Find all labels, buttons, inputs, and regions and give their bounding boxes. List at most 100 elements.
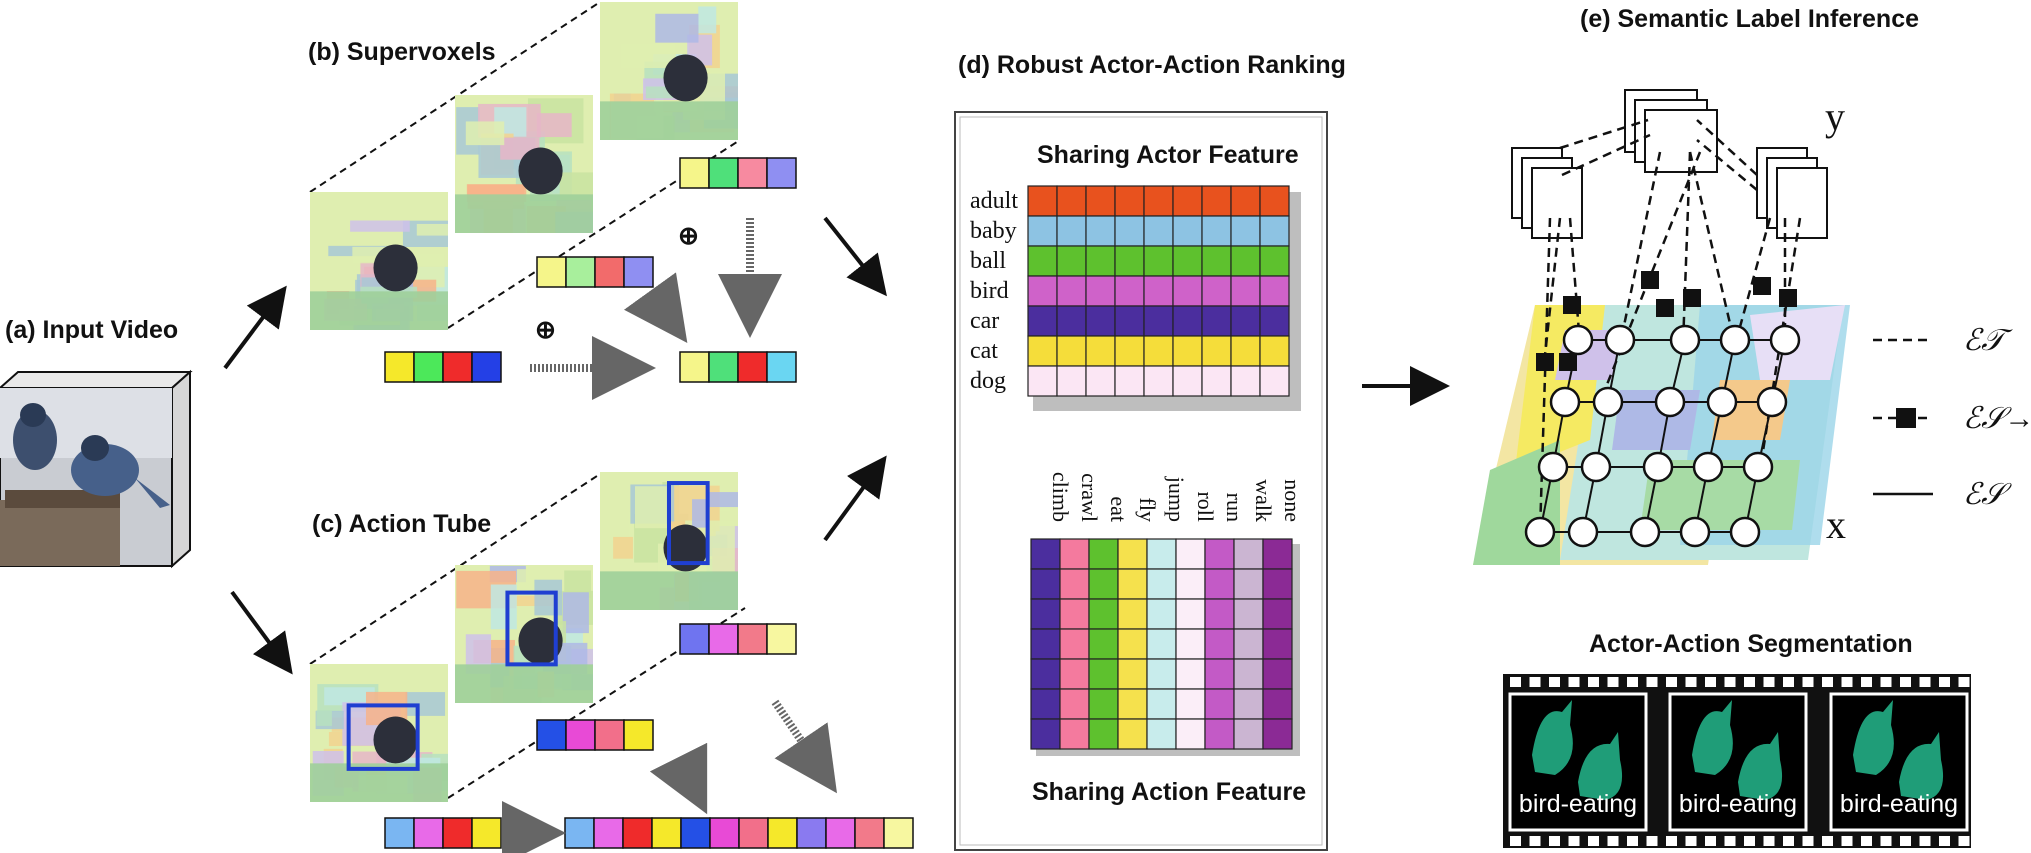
- action-cell: [1030, 718, 1061, 750]
- factor-square: [1559, 353, 1577, 371]
- actor-cell: [1230, 185, 1261, 217]
- action-cell: [1262, 658, 1293, 690]
- feature-cell: [679, 623, 710, 655]
- x-node: [1706, 386, 1738, 418]
- action-cell: [1030, 688, 1061, 720]
- actor-cell: [1172, 305, 1203, 337]
- actor-cell: [1056, 335, 1087, 367]
- y-node-right: [1756, 147, 1828, 239]
- legend-entry-solid: ℰ𝒮: [1873, 478, 2012, 511]
- actor-label-car: car: [970, 308, 999, 334]
- actor-cell: [1027, 245, 1058, 277]
- actor-cell: [1114, 335, 1145, 367]
- action-cell: [1204, 628, 1235, 660]
- actor-cell: [1027, 215, 1058, 247]
- actor-cell: [1259, 335, 1290, 367]
- action-cell: [1262, 598, 1293, 630]
- action-cell: [1059, 538, 1090, 570]
- actor-label-ball: ball: [970, 248, 1006, 274]
- action-cell: [1088, 538, 1119, 570]
- x-node: [1692, 451, 1724, 483]
- action-cell: [1059, 688, 1090, 720]
- action-cell: [1030, 658, 1061, 690]
- action-cell: [1175, 598, 1206, 630]
- oplus-top: ⊕: [678, 222, 699, 250]
- legend-symbol: ℰ𝒮→𝒯: [1963, 402, 2031, 435]
- input-video-label: (a) Input Video: [5, 316, 178, 344]
- action-cell: [1117, 628, 1148, 660]
- action-label-roll: roll: [1193, 491, 1218, 522]
- actor-cell: [1027, 275, 1058, 307]
- feature-cell: [594, 719, 625, 751]
- supervoxel-feature-strips: [384, 157, 797, 383]
- feature-cell: [651, 817, 682, 849]
- actor-cell: [1172, 245, 1203, 277]
- action-cell: [1146, 598, 1177, 630]
- action-cell: [1175, 718, 1206, 750]
- x-node: [1654, 386, 1686, 418]
- actor-cell: [1056, 305, 1087, 337]
- actor-feature-title: Sharing Actor Feature: [1037, 141, 1299, 169]
- action-cell: [1059, 628, 1090, 660]
- action-tube-frame-3: [600, 472, 738, 610]
- action-label-jump: jump: [1164, 476, 1189, 522]
- actor-cell: [1143, 305, 1174, 337]
- tube-strip-frame-3: [679, 623, 797, 655]
- actor-cell: [1143, 245, 1174, 277]
- actor-cell: [1027, 335, 1058, 367]
- action-cell: [1030, 568, 1061, 600]
- actor-cell: [1114, 215, 1145, 247]
- x-node: [1669, 324, 1701, 356]
- actor-label-cat: cat: [970, 338, 998, 364]
- supervoxel-frames: [310, 2, 738, 330]
- action-cell: [1175, 628, 1206, 660]
- actor-cell: [1114, 305, 1145, 337]
- action-label-walk: walk: [1251, 479, 1276, 522]
- actor-label-baby: baby: [970, 218, 1017, 244]
- supervoxels-label: (b) Supervoxels: [308, 38, 496, 66]
- oplus-bottom: ⊕: [535, 316, 556, 344]
- x-node: [1769, 324, 1801, 356]
- factor-square: [1683, 289, 1701, 307]
- bird-left: [13, 410, 57, 470]
- segmentation-caption: bird-eating: [1679, 790, 1797, 818]
- actor-cell: [1143, 275, 1174, 307]
- feature-cell: [796, 817, 827, 849]
- feature-cell: [471, 351, 502, 383]
- action-cell: [1059, 718, 1090, 750]
- action-cell: [1204, 718, 1235, 750]
- x-node: [1592, 386, 1624, 418]
- actor-cell: [1027, 365, 1058, 397]
- action-tube-feature-strips: [384, 623, 914, 849]
- actor-cell: [1172, 335, 1203, 367]
- y-node-center: [1624, 89, 1718, 173]
- legend-symbol: ℰ𝒮: [1963, 478, 2012, 511]
- feature-cell: [679, 157, 710, 189]
- legend-symbol: ℰ𝒯: [1963, 324, 2013, 357]
- feature-cell: [565, 719, 596, 751]
- actor-cell: [1201, 305, 1232, 337]
- feature-cell: [709, 817, 740, 849]
- actor-cell: [1230, 305, 1261, 337]
- feature-cell: [766, 351, 797, 383]
- action-tube-box: [505, 590, 558, 667]
- actor-cell: [1143, 215, 1174, 247]
- actor-cell: [1085, 245, 1116, 277]
- y-node-left: [1511, 147, 1583, 239]
- action-cell: [1204, 598, 1235, 630]
- actor-cell: [1085, 275, 1116, 307]
- feature-cell: [594, 256, 625, 288]
- x-label: x: [1826, 502, 1846, 547]
- actor-cell: [1085, 185, 1116, 217]
- actor-cell: [1230, 335, 1261, 367]
- actor-cell: [1259, 185, 1290, 217]
- segmentation-frame-1: bird-eating: [1508, 692, 1648, 832]
- y-label: y: [1825, 94, 1845, 139]
- action-label-eat: eat: [1106, 496, 1131, 522]
- actor-cell: [1085, 305, 1116, 337]
- x-node: [1524, 516, 1556, 548]
- action-label-none: none: [1280, 479, 1305, 522]
